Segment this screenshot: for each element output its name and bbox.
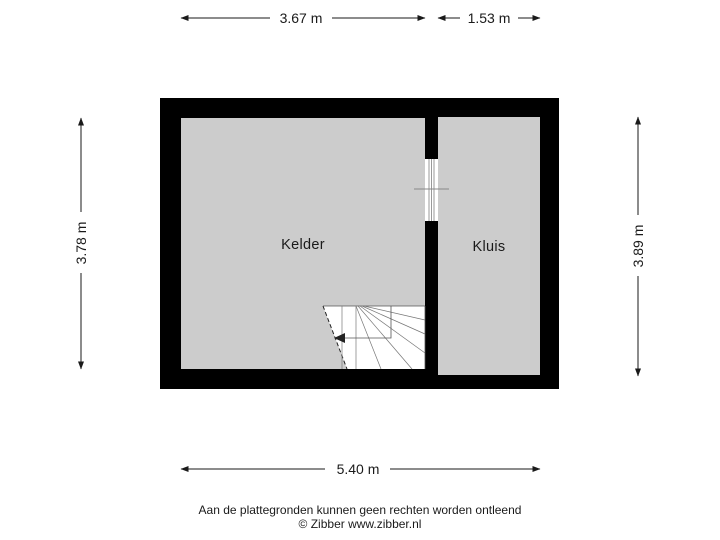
door-opening	[414, 159, 449, 221]
room-label-kluis: Kluis	[473, 239, 506, 255]
dimension-left: 3.78 m	[73, 117, 89, 370]
room-kluis: Kluis	[438, 117, 540, 375]
stair-direction-arrow-icon	[334, 333, 345, 343]
dimension-label-bottom: 5.40 m	[337, 461, 380, 477]
room-kelder: Kelder	[181, 118, 426, 370]
footer-copyright: © Zibber www.zibber.nl	[298, 517, 422, 531]
dimension-label-top-right: 1.53 m	[468, 10, 511, 26]
dimension-label-left: 3.78 m	[73, 222, 89, 265]
dimension-top-left: 3.67 m	[180, 10, 426, 26]
dimension-bottom: 5.40 m	[180, 461, 541, 477]
dimension-label-right: 3.89 m	[630, 225, 646, 268]
dimension-top-right: 1.53 m	[437, 10, 541, 26]
dimension-label-top-left: 3.67 m	[280, 10, 323, 26]
room-label-kelder: Kelder	[281, 237, 325, 253]
footer-disclaimer: Aan de plattegronden kunnen geen rechten…	[198, 503, 522, 517]
dimension-right: 3.89 m	[630, 116, 646, 377]
staircase	[322, 305, 426, 370]
